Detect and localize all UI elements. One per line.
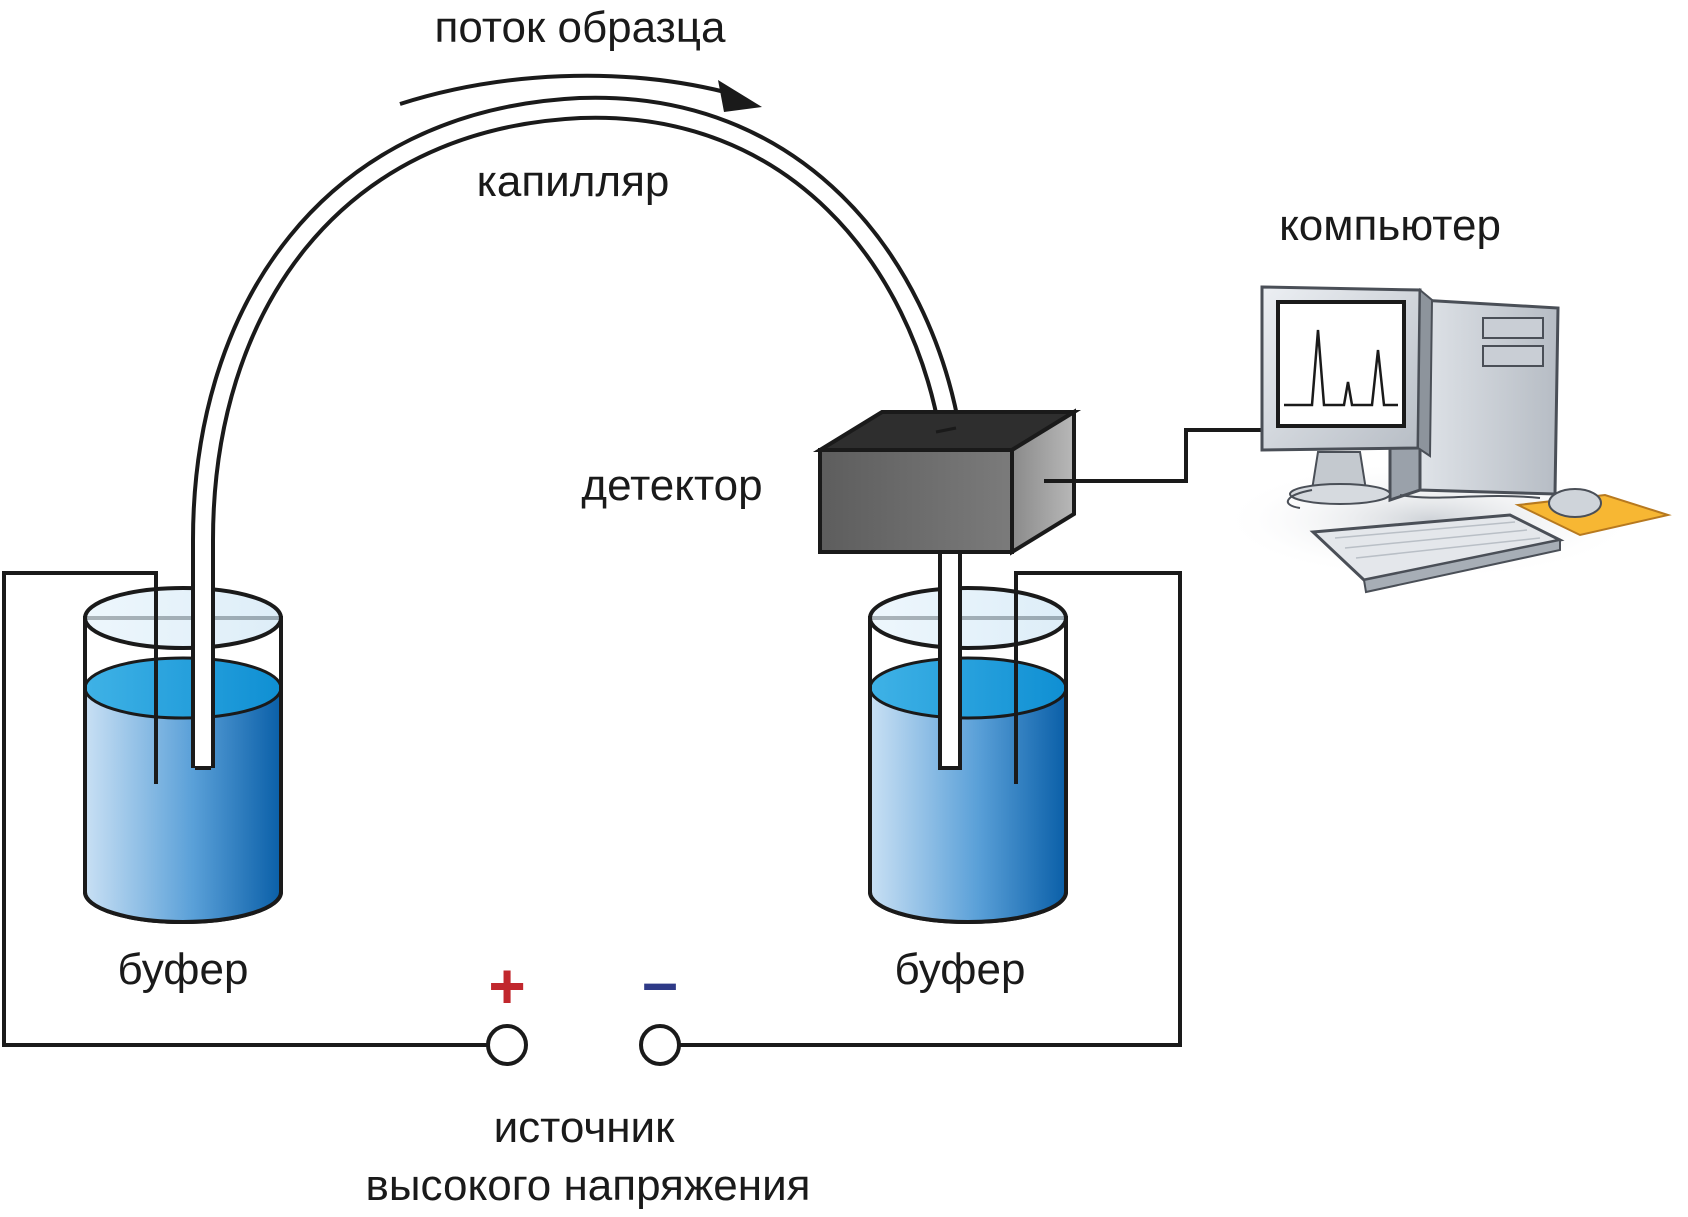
detector-box <box>812 408 1082 556</box>
plus-sign: + <box>488 950 525 1022</box>
right-beaker-rim <box>868 586 1068 650</box>
monitor-screen <box>1276 300 1406 428</box>
hv-source-label-line1: источник <box>494 1103 676 1152</box>
left-liquid-surface <box>83 656 283 720</box>
computer-illustration <box>1220 285 1672 594</box>
electrodes <box>154 573 1018 784</box>
left-beaker-rim <box>83 586 283 650</box>
left-beaker <box>83 586 283 924</box>
hv-source-label-line2: высокого напряжения <box>366 1161 811 1210</box>
capillary-label: капилляр <box>477 157 670 206</box>
mouse <box>1548 488 1602 518</box>
negative-terminal <box>639 1024 681 1066</box>
capillary-tube <box>191 95 962 770</box>
power-terminals <box>486 1024 681 1066</box>
data-cable <box>1044 428 1262 483</box>
computer-label: компьютер <box>1279 201 1501 250</box>
right-buffer-label: буфер <box>895 945 1026 994</box>
positive-terminal <box>486 1024 528 1066</box>
detector-label: детектор <box>581 461 762 510</box>
minus-sign: – <box>642 946 678 1018</box>
sample-flow-label: поток образца <box>435 3 726 52</box>
electropherogram-trace <box>1284 329 1398 407</box>
capillary-outlet <box>938 550 962 770</box>
right-beaker <box>868 586 1068 924</box>
sample-flow-arrow <box>399 73 762 112</box>
right-liquid-surface <box>868 656 1068 720</box>
right-buffer-liquid <box>870 688 1066 922</box>
left-buffer-liquid <box>85 688 281 922</box>
left-buffer-label: буфер <box>118 945 249 994</box>
